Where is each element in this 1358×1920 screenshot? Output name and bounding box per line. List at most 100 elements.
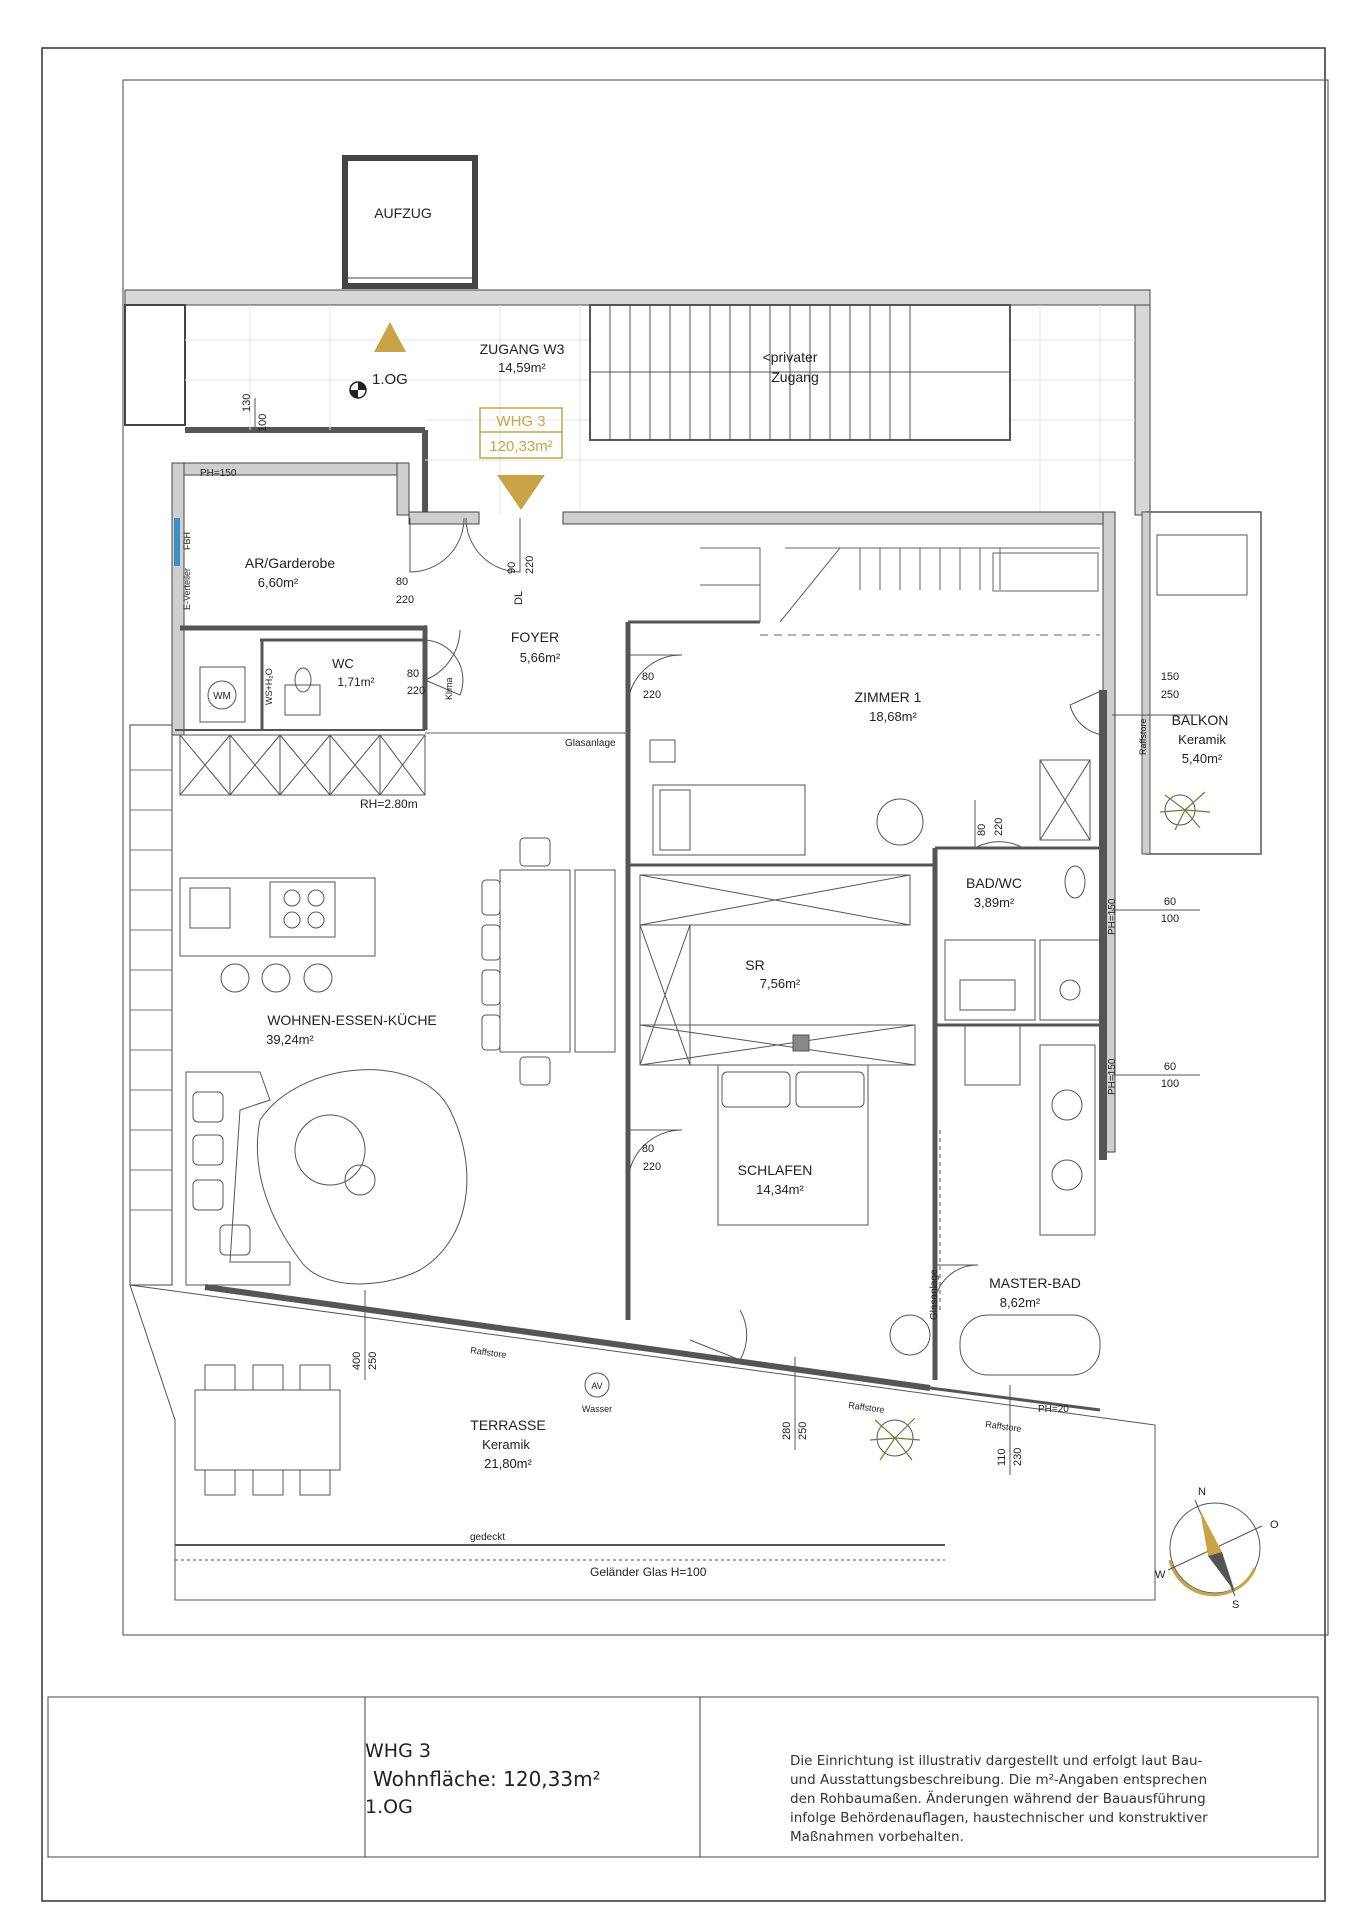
dim-230: 230 xyxy=(1012,1448,1024,1466)
sr-wardrobe xyxy=(639,874,916,1066)
room-material-balkon: Keramik xyxy=(1178,732,1226,747)
elevator xyxy=(342,155,478,289)
outer-frame xyxy=(41,47,1326,1902)
room-area-sr: 7,56m² xyxy=(760,976,801,991)
stair-treads xyxy=(609,305,911,440)
dim-90: 90 xyxy=(506,562,518,574)
room-label-wek: WOHNEN-ESSEN-KÜCHE xyxy=(267,1011,437,1028)
room-label-aufzug: AUFZUG xyxy=(374,205,432,221)
room-label-terrasse: TERRASSE xyxy=(470,1417,545,1433)
foyer-stair xyxy=(700,547,1100,636)
dimension-lines xyxy=(254,398,1200,1475)
level-marker-icon xyxy=(349,381,367,399)
room-label-masterbad: MASTER-BAD xyxy=(989,1275,1081,1291)
room-label-schlafen: SCHLAFEN xyxy=(738,1162,813,1178)
dim-100a: 100 xyxy=(257,414,269,432)
dim-280: 280 xyxy=(781,1422,793,1440)
room-area-zugang: 14,59m² xyxy=(498,360,546,375)
dim-60a: 60 xyxy=(1164,896,1176,908)
label-privater: <privater xyxy=(763,349,818,365)
info-frame xyxy=(47,1696,1319,1858)
wohnung-area: 120,33m² xyxy=(489,438,552,455)
wohnung-label-box xyxy=(479,407,563,459)
dim-80a: 80 xyxy=(396,576,408,588)
room-area-wek: 39,24m² xyxy=(266,1032,314,1047)
room-label-zugang: ZUGANG W3 xyxy=(480,341,565,357)
dim-220b: 220 xyxy=(524,556,536,574)
balcony xyxy=(1141,511,1262,855)
room-area-wc: 1,71m² xyxy=(337,675,374,689)
dim-220e: 220 xyxy=(993,818,1005,836)
label-e-verteiler: E-Verteiler xyxy=(182,568,192,610)
dim-150: 150 xyxy=(1161,671,1179,683)
room-label-zimmer1: ZIMMER 1 xyxy=(855,689,922,705)
label-dl: DL xyxy=(513,591,525,605)
level-marker-label: 1.OG xyxy=(372,371,408,388)
terrace xyxy=(129,1284,1156,1601)
label-glasanlage-top: Glasanlage xyxy=(565,738,616,749)
label-wasser: Wasser xyxy=(582,1404,612,1414)
disclaimer-note: Die Einrichtung ist illustrativ dargeste… xyxy=(790,1753,1208,1845)
room-label-foyer: FOYER xyxy=(511,629,559,645)
compass-o: O xyxy=(1270,1519,1279,1531)
label-ph20: PH=20 xyxy=(1038,1404,1069,1415)
label-ph150-master: PH=150 xyxy=(1107,1058,1118,1095)
compass-rose xyxy=(1167,1499,1263,1597)
label-glasanlage-side: Glasanlage xyxy=(929,1269,940,1320)
label-raffstore-2: Raffstore xyxy=(848,1400,885,1415)
label-wm: WM xyxy=(213,691,231,702)
dim-220a: 220 xyxy=(396,594,414,606)
dim-100c: 100 xyxy=(1161,1078,1179,1090)
label-av: AV xyxy=(591,1381,602,1391)
compass-w: W xyxy=(1155,1569,1166,1581)
room-area-schlafen: 14,34m² xyxy=(756,1182,804,1197)
room-label-wc: WC xyxy=(332,656,354,671)
dim-80e: 80 xyxy=(642,1143,654,1155)
wohnung-label: WHG 3 xyxy=(496,413,545,430)
label-raffstore-1: Raffstore xyxy=(470,1345,507,1360)
bed xyxy=(717,1064,869,1226)
bathroom-fixtures xyxy=(199,666,1101,1376)
room-material-terrasse: Keramik xyxy=(482,1437,530,1452)
info-block: WHG 3 Wohnfläche: 120,33m² 1.OG xyxy=(365,1697,700,1857)
info-apartment: WHG 3 xyxy=(365,1740,431,1762)
room-area-foyer: 5,66m² xyxy=(520,650,561,665)
living-area xyxy=(185,1069,468,1286)
kitchen-cabinets xyxy=(179,734,426,796)
staircase xyxy=(589,304,1011,441)
plan-frame xyxy=(122,79,1329,1636)
dim-130: 130 xyxy=(241,394,253,412)
label-rh: RH=2.80m xyxy=(360,797,418,811)
room-area-garderobe: 6,60m² xyxy=(258,575,299,590)
label-ws-h2o: WS+H₂O xyxy=(264,668,274,705)
entrance-up-triangle xyxy=(374,322,406,352)
dim-400: 400 xyxy=(351,1352,363,1370)
dim-220f: 220 xyxy=(643,1161,661,1173)
room-area-bad: 3,89m² xyxy=(974,895,1015,910)
dim-250b: 250 xyxy=(367,1352,379,1370)
dim-60b: 60 xyxy=(1164,1061,1176,1073)
room-area-zimmer1: 18,68m² xyxy=(869,709,917,724)
label-raffstore-balkon: Raffstore xyxy=(1138,719,1148,755)
compass-s: S xyxy=(1232,1599,1239,1611)
room-area-balkon: 5,40m² xyxy=(1182,751,1223,766)
dim-250a: 250 xyxy=(1161,689,1179,701)
kitchen-island xyxy=(179,877,376,993)
info-floor: 1.OG xyxy=(365,1796,413,1818)
entrance-down-triangle xyxy=(497,475,545,510)
zugang-area xyxy=(124,289,1151,516)
dining-table xyxy=(481,837,616,1086)
dim-110: 110 xyxy=(996,1448,1008,1466)
left-stair-treads xyxy=(130,769,172,1211)
dim-250c: 250 xyxy=(797,1422,809,1440)
room-label-bad: BAD/WC xyxy=(966,875,1022,891)
compass-n: N xyxy=(1198,1486,1206,1498)
room-area-masterbad: 8,62m² xyxy=(1000,1295,1041,1310)
dim-220d: 220 xyxy=(643,689,661,701)
exterior-walls xyxy=(129,462,1116,1286)
dim-80d: 80 xyxy=(976,824,988,836)
room-label-garderobe: AR/Garderobe xyxy=(245,555,335,571)
info-living-area: Wohnfläche: 120,33m² xyxy=(373,1767,601,1791)
